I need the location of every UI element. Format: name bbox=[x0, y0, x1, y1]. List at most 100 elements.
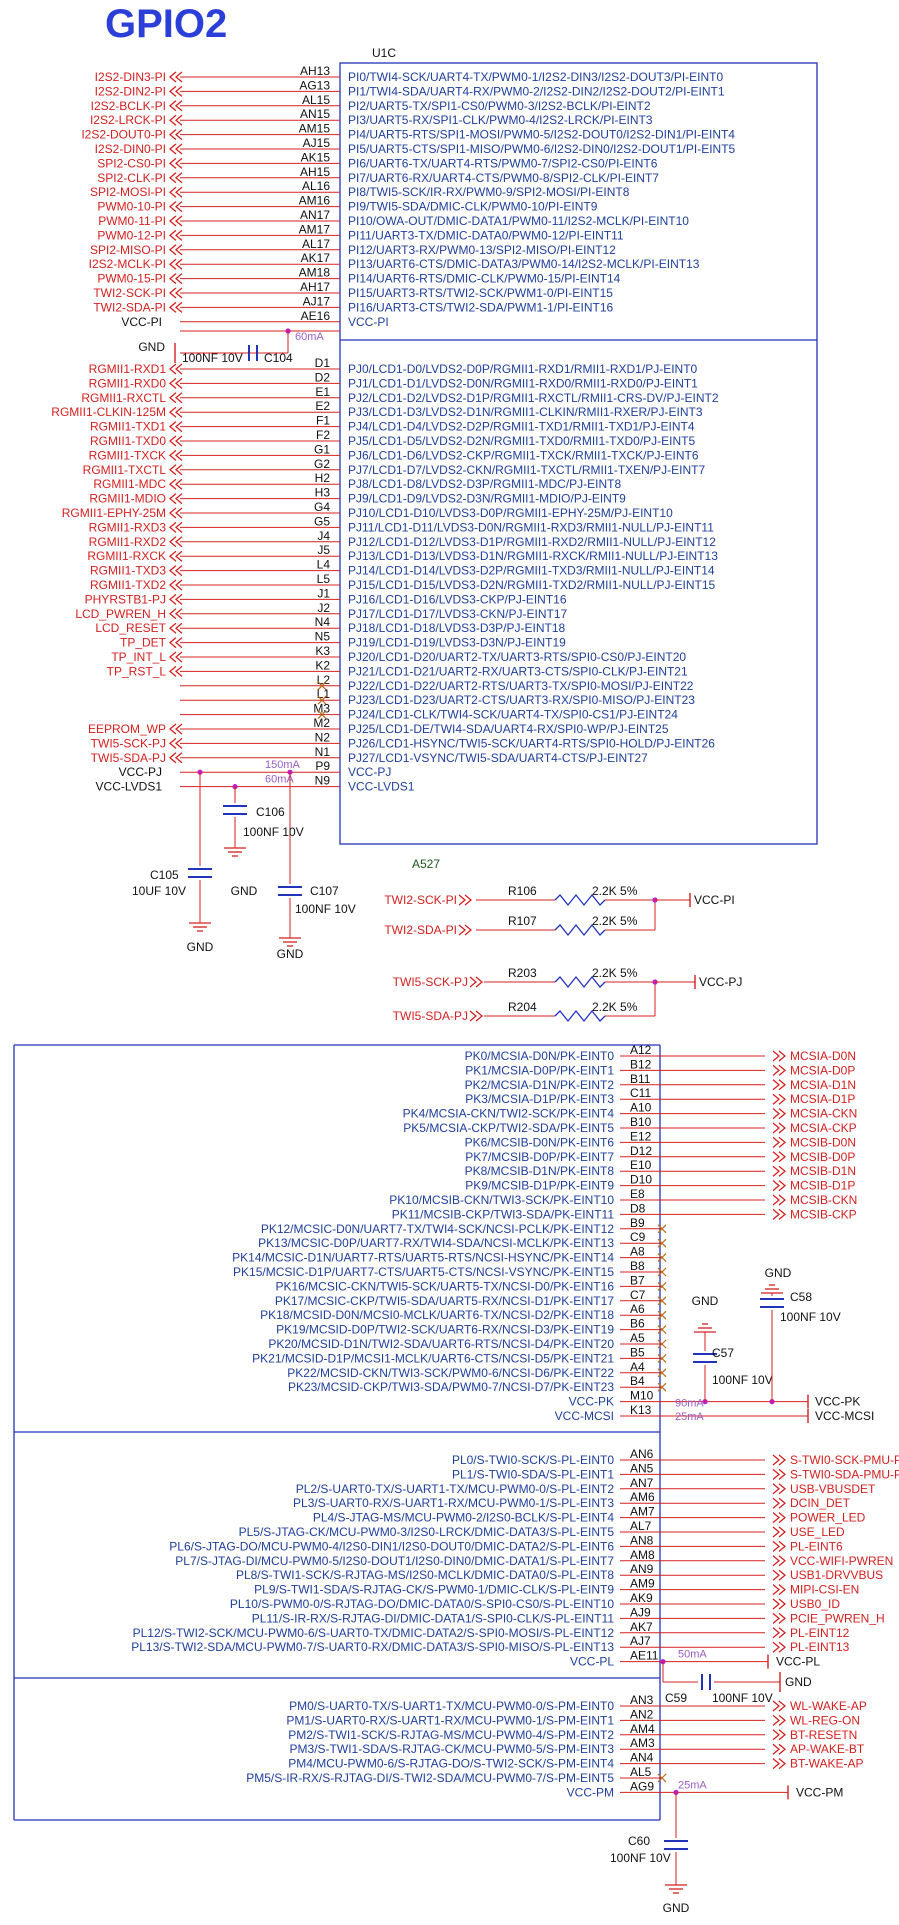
pin-function: PI7/UART6-RX/UART4-CTS/PWM0-8/SPI2-CLK/P… bbox=[348, 171, 659, 185]
ball-number: AN17 bbox=[300, 208, 330, 222]
pin-function: PI13/UART6-CTS/DMIC-DATA3/PWM0-14/I2S2-M… bbox=[348, 257, 700, 271]
ball-number: AN7 bbox=[630, 1476, 654, 1490]
net-label: I2S2-BCLK-PI bbox=[91, 99, 166, 113]
port-arrow-icon bbox=[168, 215, 183, 227]
ball-number: AL16 bbox=[302, 179, 330, 193]
pin-function: PI16/UART3-CTS/TWI2-SDA/PWM1-1/PI-EINT16 bbox=[348, 300, 613, 314]
net-label: PWM0-12-PI bbox=[97, 228, 166, 242]
pin-row-pl-2: PL2/S-UART0-TX/S-UART1-TX/MCU-PWM0-0/S-P… bbox=[296, 1476, 876, 1496]
pin-function: PI4/UART5-RTS/SPI1-MOSI/PWM0-5/I2S2-DOUT… bbox=[348, 128, 735, 142]
no-connect-mark bbox=[657, 1296, 667, 1306]
ball-number: B10 bbox=[630, 1115, 652, 1129]
ball-number: AM6 bbox=[630, 1490, 655, 1504]
port-arrow-icon bbox=[772, 1758, 787, 1770]
port-arrow-icon bbox=[772, 1627, 787, 1639]
pin-function: PL10/S-PWM0-0/S-RJTAG-DO/DMIC-DATA0/S-SP… bbox=[230, 1597, 614, 1611]
port-arrow-icon bbox=[772, 1093, 787, 1105]
port-arrow-icon bbox=[772, 1165, 787, 1177]
pin-function: PL2/S-UART0-TX/S-UART1-TX/MCU-PWM0-0/S-P… bbox=[296, 1482, 615, 1496]
port-arrow-icon bbox=[168, 651, 183, 663]
ball-number: J5 bbox=[317, 543, 330, 557]
port-arrow-icon bbox=[772, 1729, 787, 1741]
ball-number: G2 bbox=[314, 457, 330, 471]
port-arrow-icon bbox=[772, 1108, 787, 1120]
net-label: PL-EINT13 bbox=[790, 1640, 850, 1654]
net-label: MCSIA-D0N bbox=[790, 1049, 856, 1063]
pin-row-pk-18: PK18/MCSID-D0N/MCSI0-MCLK/UART6-TX/NCSI-… bbox=[260, 1302, 667, 1322]
power-net-label: VCC-PK bbox=[815, 1395, 860, 1409]
gnd-label: GND bbox=[187, 940, 214, 954]
ball-number: N2 bbox=[315, 730, 331, 744]
pin-function: PK20/MCSID-D1N/TWI2-SDA/UART6-RTS/NCSI-D… bbox=[268, 1337, 614, 1351]
pin-function: VCC-PI bbox=[348, 315, 389, 329]
net-label: MCSIA-CKN bbox=[790, 1107, 857, 1121]
ball-number: AH15 bbox=[300, 165, 330, 179]
pin-row-pk-13: PK13/MCSIC-D0P/UART7-RX/TWI4-SDA/NCSI-MC… bbox=[258, 1230, 667, 1250]
pin-function: PK13/MCSIC-D0P/UART7-RX/TWI4-SDA/NCSI-MC… bbox=[258, 1236, 614, 1250]
resistor-zigzag bbox=[554, 893, 606, 907]
ball-number: AM17 bbox=[299, 222, 331, 236]
pin-function: VCC-PJ bbox=[348, 765, 391, 779]
port-arrow-icon bbox=[168, 287, 183, 299]
net-label: USE_LED bbox=[790, 1525, 845, 1539]
pin-function: VCC-LVDS1 bbox=[348, 780, 415, 794]
port-arrow-icon bbox=[168, 464, 183, 476]
resistor-value: 2.2K 5% bbox=[592, 966, 638, 980]
ball-number: AH17 bbox=[300, 280, 330, 294]
port-arrow-icon bbox=[168, 493, 183, 505]
ball-number: AE16 bbox=[301, 309, 331, 323]
net-label: MIPI-CSI-EN bbox=[790, 1583, 859, 1597]
port-arrow-icon bbox=[168, 536, 183, 548]
pin-row-pl-4: PL4/S-JTAG-MS/MCU-PWM0-2/I2S0-BCLK/S-PL-… bbox=[313, 1505, 866, 1525]
pin-function: PJ14/LCD1-D14/LVDS3-D2P/RGMII1-TXD3/RMII… bbox=[348, 564, 715, 578]
pin-row-pl-11: PL11/S-IR-RX/S-RJTAG-DI/DMIC-DATA1/S-SPI… bbox=[252, 1605, 885, 1625]
port-arrow-icon bbox=[168, 71, 183, 83]
pin-function: PK11/MCSIB-CKP/TWI3-SDA/PK-EINT11 bbox=[392, 1207, 615, 1221]
part-label: U1C bbox=[372, 46, 396, 60]
power-net-label: VCC-PI bbox=[121, 315, 162, 329]
port-arrow-icon bbox=[168, 186, 183, 198]
net-label: PWM0-15-PI bbox=[97, 272, 166, 286]
net-label: PL-EINT6 bbox=[790, 1539, 843, 1553]
ball-number: B4 bbox=[630, 1374, 645, 1388]
ball-number: AM9 bbox=[630, 1577, 655, 1591]
pin-function: PJ18/LCD1-D18/LVDS3-D3P/PJ-EINT18 bbox=[348, 621, 566, 635]
port-arrow-icon bbox=[168, 363, 183, 375]
port-arrow-icon bbox=[168, 114, 183, 126]
pin-function: PJ12/LCD1-D12/LVDS3-D1P/RGMII1-RXD2/RMII… bbox=[348, 535, 716, 549]
net-label: TWI2-SDA-PI bbox=[384, 923, 457, 937]
net-label: TWI2-SDA-PI bbox=[93, 300, 166, 314]
power-net-label: VCC-PL bbox=[776, 1655, 820, 1669]
pin-function: PL6/S-JTAG-DO/MCU-PWM0-4/I2S0-DIN1/I2S0-… bbox=[169, 1539, 614, 1553]
pin-function: PJ19/LCD1-D19/LVDS3-D3N/PJ-EINT19 bbox=[348, 636, 566, 650]
current-note: 90mA bbox=[675, 1398, 704, 1410]
pin-function: PI9/TWI5-SDA/DMIC-CLK/PWM0-10/PI-EINT9 bbox=[348, 200, 598, 214]
port-arrow-icon bbox=[168, 258, 183, 270]
port-arrow-icon bbox=[168, 593, 183, 605]
port-arrow-icon bbox=[168, 421, 183, 433]
net-label: EEPROM_WP bbox=[88, 722, 166, 736]
cap-value: 100NF 10V bbox=[610, 1851, 671, 1865]
port-arrow-icon bbox=[772, 1194, 787, 1206]
no-connect-mark bbox=[657, 1382, 667, 1392]
port-arrow-icon bbox=[772, 1555, 787, 1567]
port-arrow-icon bbox=[772, 1136, 787, 1148]
pin-function: PJ0/LCD1-D0/LVDS2-D0P/RGMII1-RXD1/RMII1-… bbox=[348, 362, 698, 376]
ball-number: B12 bbox=[630, 1057, 652, 1071]
pin-function: PK18/MCSID-D0N/MCSI0-MCLK/UART6-TX/NCSI-… bbox=[260, 1308, 614, 1322]
